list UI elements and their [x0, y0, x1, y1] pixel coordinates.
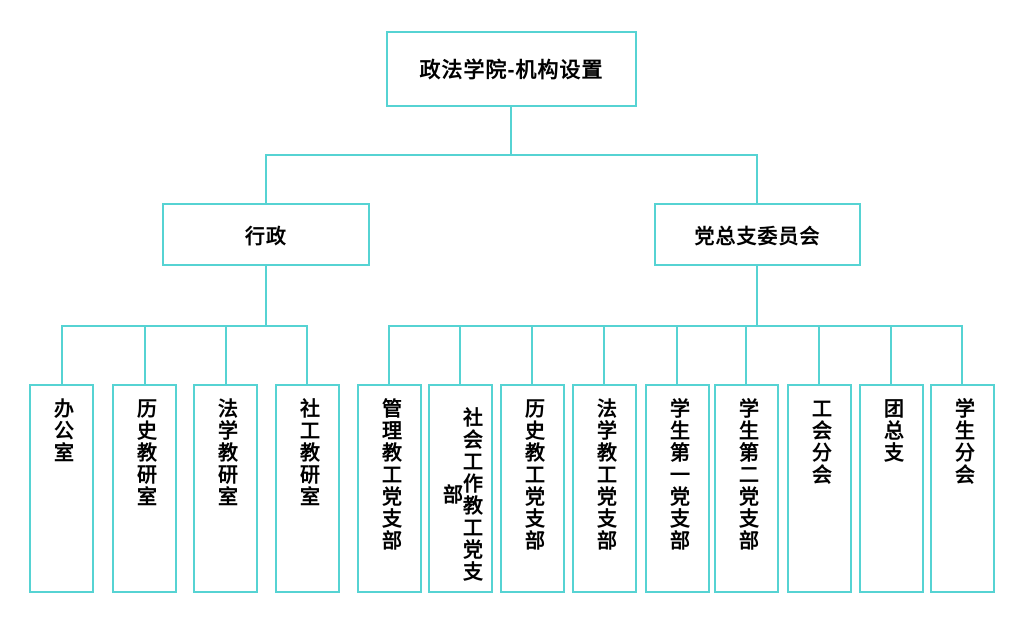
org-node-history-teaching-research-office: 历史教研室	[112, 384, 177, 593]
org-node-label: 学生第二党支部	[735, 398, 758, 552]
connector-party-stem	[756, 266, 758, 326]
org-node-student-first-party-branch: 学生第一党支部	[645, 384, 710, 593]
org-node-history-staff-party-branch: 历史教工党支部	[500, 384, 565, 593]
org-node-label: 党总支委员会	[694, 226, 821, 248]
connector-leaf-drop	[388, 325, 390, 384]
org-node-label: 法学教研室	[214, 398, 237, 508]
connector-admin-bus	[61, 325, 308, 327]
org-node-law-staff-party-branch: 法学教工党支部	[572, 384, 637, 593]
connector-party-bus	[388, 325, 963, 327]
connector-top-bus	[265, 154, 758, 156]
org-node-label: 团总支	[880, 398, 903, 464]
org-node-student-second-party-branch: 学生第二党支部	[714, 384, 779, 593]
org-node-label: 管理教工党支部	[378, 398, 401, 552]
connector-drop-party	[756, 154, 758, 203]
connector-leaf-drop	[603, 325, 605, 384]
org-node-social-work-staff-party-branch: 社会工作教工党支部	[428, 384, 493, 593]
connector-leaf-drop	[890, 325, 892, 384]
connector-leaf-drop	[306, 325, 308, 384]
org-node-student-branch: 学生分会	[930, 384, 995, 593]
org-node-label: 学生第一党支部	[666, 398, 689, 552]
org-node-label: 学生分会	[951, 398, 974, 486]
org-node-root-label: 政法学院-机构设置	[419, 59, 604, 82]
org-node-label: 行政	[245, 226, 287, 248]
org-node-labor-union-branch: 工会分会	[787, 384, 852, 593]
connector-root-drop	[510, 107, 512, 155]
org-node-youth-league-general-branch: 团总支	[859, 384, 924, 593]
connector-admin-stem	[265, 266, 267, 326]
connector-leaf-drop	[818, 325, 820, 384]
connector-leaf-drop	[61, 325, 63, 384]
connector-leaf-drop	[531, 325, 533, 384]
org-node-label: 社工教研室	[296, 398, 319, 508]
connector-leaf-drop	[144, 325, 146, 384]
connector-leaf-drop	[961, 325, 963, 384]
org-node-label: 工会分会	[808, 398, 831, 486]
org-node-root: 政法学院-机构设置	[386, 31, 637, 107]
connector-drop-admin	[265, 154, 267, 203]
org-node-social-work-teaching-research-office: 社工教研室	[275, 384, 340, 593]
connector-leaf-drop	[676, 325, 678, 384]
org-node-office: 办公室	[29, 384, 94, 593]
org-node-management-staff-party-branch: 管理教工党支部	[357, 384, 422, 593]
org-node-label: 社会工作教工党支部	[439, 406, 482, 583]
org-node-law-teaching-research-office: 法学教研室	[193, 384, 258, 593]
org-node-administration: 行政	[162, 203, 370, 266]
org-node-label: 法学教工党支部	[593, 398, 616, 552]
connector-leaf-drop	[459, 325, 461, 384]
org-node-label: 历史教工党支部	[521, 398, 544, 552]
connector-leaf-drop	[225, 325, 227, 384]
org-node-label: 历史教研室	[133, 398, 156, 508]
org-node-label: 办公室	[50, 398, 73, 464]
org-node-party-general-branch-committee: 党总支委员会	[654, 203, 861, 266]
connector-leaf-drop	[745, 325, 747, 384]
